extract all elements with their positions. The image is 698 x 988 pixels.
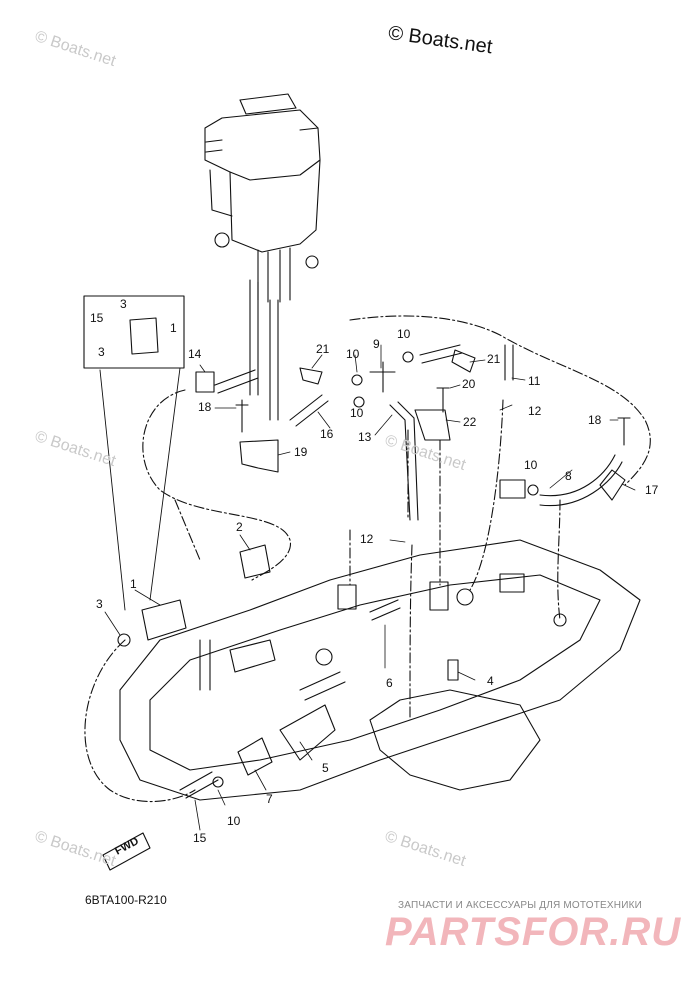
callout-3: 3 <box>96 597 103 611</box>
callout-inset-1: 1 <box>170 321 177 335</box>
callout-11: 11 <box>528 374 541 388</box>
clamp-10-e <box>212 776 224 788</box>
clip-21 <box>299 349 476 385</box>
callout-10b: 10 <box>397 327 411 341</box>
hose-8 <box>539 454 623 507</box>
callout-10c: 10 <box>350 406 364 420</box>
bolt-18-b <box>617 417 631 446</box>
cap-7 <box>237 737 273 776</box>
lower-cowling <box>119 539 641 801</box>
clamp-10-b <box>402 351 414 363</box>
hose-routing-lines <box>84 315 651 803</box>
callout-12a: 12 <box>528 404 542 418</box>
callout-6: 6 <box>386 676 393 690</box>
callout-15: 15 <box>193 831 207 845</box>
callout-4: 4 <box>487 674 494 688</box>
callout-inset-15: 15 <box>90 311 104 325</box>
bracket-22 <box>414 409 451 441</box>
callout-10e: 10 <box>227 814 241 828</box>
callout-18a: 18 <box>198 400 212 414</box>
hose-upper <box>419 344 463 364</box>
clamp-10-d <box>527 484 539 496</box>
bolt-20 <box>436 387 450 413</box>
callout-21b: 21 <box>487 352 501 366</box>
callout-17: 17 <box>645 483 659 497</box>
callout-19: 19 <box>294 445 308 459</box>
leader-lines <box>104 344 636 831</box>
callout-10a: 10 <box>346 347 360 361</box>
clamp-3 <box>117 633 131 647</box>
callout-12b: 12 <box>360 532 374 546</box>
connector-8 <box>499 479 526 499</box>
callout-9: 9 <box>373 337 380 351</box>
callout-inset-3a: 3 <box>120 297 127 311</box>
filter-1 <box>141 599 187 641</box>
bolt-18-a <box>235 399 249 433</box>
joint-14 <box>195 371 215 393</box>
callout-18b: 18 <box>588 413 602 427</box>
callout-10d: 10 <box>524 458 538 472</box>
brand-logo-text: PARTSFOR.RU <box>385 910 682 954</box>
hose-16 <box>289 394 329 427</box>
callout-1: 1 <box>130 577 137 591</box>
screw-6 <box>369 599 401 621</box>
callout-20: 20 <box>462 377 476 391</box>
upper-fuel-unit <box>204 93 321 303</box>
joint-9 <box>369 361 396 393</box>
filter-5 <box>279 704 336 761</box>
callout-5: 5 <box>322 761 329 775</box>
clamp-10-a <box>351 374 363 386</box>
inset-filter <box>129 317 159 355</box>
hose-13 <box>389 401 419 521</box>
callout-14: 14 <box>188 347 202 361</box>
callout-8: 8 <box>565 469 572 483</box>
hose-14 <box>214 369 259 394</box>
callout-inset-3b: 3 <box>98 345 105 359</box>
fitting-4 <box>447 659 459 681</box>
callout-13: 13 <box>358 430 372 444</box>
inset-detail-box <box>83 295 185 369</box>
clamp-17 <box>599 469 626 501</box>
hose-11 <box>504 344 514 381</box>
clamp-10-c <box>353 396 365 408</box>
bracket-19 <box>239 439 279 473</box>
callout-21a: 21 <box>316 342 330 356</box>
callout-22: 22 <box>463 415 477 429</box>
callout-7: 7 <box>266 792 273 806</box>
callout-2: 2 <box>236 520 243 534</box>
hose-15 <box>179 771 219 799</box>
promo-text: ЗАПЧАСТИ И АКСЕССУАРЫ ДЛЯ МОТОТЕХНИКИ <box>398 900 643 911</box>
filter-2 <box>239 544 271 579</box>
callout-16: 16 <box>320 427 334 441</box>
diagram-code: 6BTA100-R210 <box>85 893 167 907</box>
fwd-arrow <box>102 832 151 871</box>
